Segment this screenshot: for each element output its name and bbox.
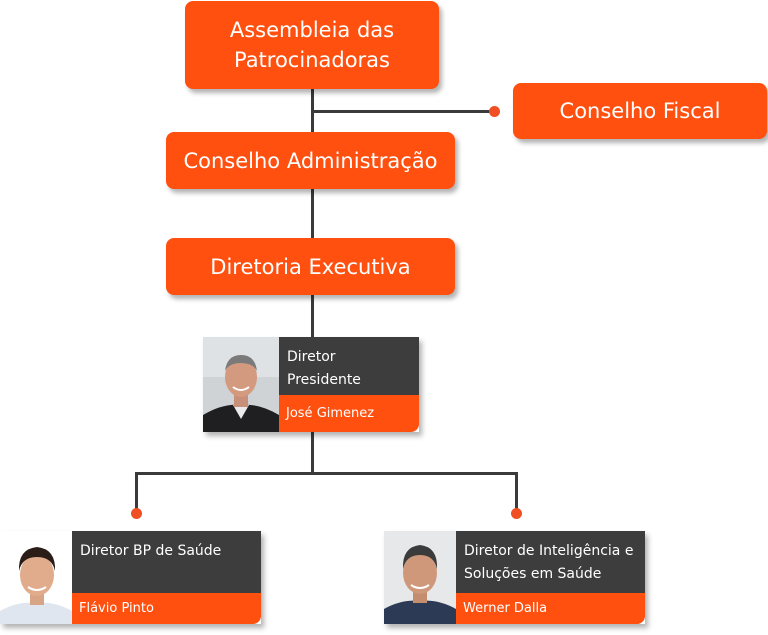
card-presidente-info: Diretor Presidente José Gimenez	[279, 337, 419, 432]
card-diretor-presidente: Diretor Presidente José Gimenez	[203, 337, 419, 432]
assembleia-label: Assembleia das Patrocinadoras	[229, 18, 395, 72]
connector-bottom-horizontal	[135, 472, 518, 475]
diretoria-executiva-box: Diretoria Executiva	[166, 238, 455, 295]
card-diretor-bp-saude: Diretor BP de Saúde Flávio Pinto	[0, 531, 261, 624]
conselho-fiscal-box: Conselho Fiscal	[513, 83, 767, 139]
card-bp-saude-info: Diretor BP de Saúde Flávio Pinto	[72, 531, 261, 624]
card-diretor-inteligencia: Diretor de Inteligência e Soluções em Sa…	[384, 531, 645, 624]
card-inteligencia-title: Diretor de Inteligência e Soluções em Sa…	[456, 531, 645, 593]
connector-left-drop	[135, 472, 138, 514]
card-presidente-name: José Gimenez	[279, 395, 419, 432]
connector-fiscal-horizontal	[311, 110, 495, 113]
connector-right-drop	[515, 472, 518, 514]
photo-inteligencia	[384, 531, 456, 624]
photo-presidente	[203, 337, 279, 432]
card-bp-saude-name: Flávio Pinto	[72, 593, 261, 624]
connector-fiscal-dot	[489, 106, 500, 117]
card-bp-saude-title: Diretor BP de Saúde	[72, 531, 261, 593]
photo-bp-saude	[0, 531, 72, 624]
card-inteligencia-info: Diretor de Inteligência e Soluções em Sa…	[456, 531, 645, 624]
connector-right-dot	[511, 508, 522, 519]
conselho-administracao-label: Conselho Administração	[183, 148, 438, 173]
diretoria-executiva-label: Diretoria Executiva	[210, 254, 411, 279]
connector-left-dot	[131, 508, 142, 519]
conselho-fiscal-label: Conselho Fiscal	[559, 99, 721, 123]
conselho-administracao-box: Conselho Administração	[166, 132, 455, 189]
card-presidente-title: Diretor Presidente	[279, 337, 419, 395]
card-inteligencia-name: Werner Dalla	[456, 593, 645, 624]
assembleia-box: Assembleia das Patrocinadoras	[185, 1, 439, 89]
